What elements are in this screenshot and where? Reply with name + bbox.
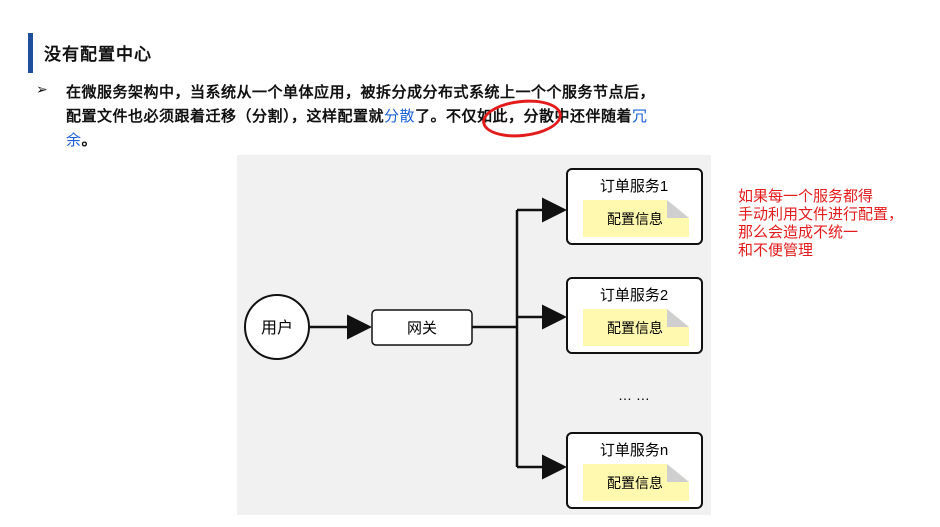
line2-suffix: 了。不仅如此，分散中还伴随着 bbox=[415, 107, 633, 125]
title-accent-bar bbox=[28, 33, 33, 73]
note-line-3: 那么会造成不统一 bbox=[738, 224, 859, 241]
bullet-arrow-icon: ➢ bbox=[36, 82, 48, 98]
config-doc-fold-n bbox=[667, 464, 689, 482]
highlight-fensan: 分散 bbox=[384, 107, 416, 125]
highlight-yu: 余 bbox=[66, 131, 82, 149]
config-doc-fold-2 bbox=[667, 309, 689, 327]
config-doc-icon-2 bbox=[583, 309, 689, 346]
note-line-2: 手动利用文件进行配置， bbox=[738, 206, 904, 223]
service-config-1: 配置信息 bbox=[607, 211, 663, 227]
highlight-rong: 冗 bbox=[632, 107, 648, 125]
note-line-1: 如果每一个服务都得 bbox=[738, 188, 874, 205]
note-line-4: 和不便管理 bbox=[738, 242, 814, 259]
config-doc-icon-1 bbox=[583, 200, 689, 237]
architecture-diagram: 用户 网关 订单服务1 配置信息 订单服务2 配置信息 … … 订单服务n 配置… bbox=[237, 155, 711, 515]
config-doc-fold-1 bbox=[667, 200, 689, 218]
service-title-1: 订单服务1 bbox=[600, 178, 668, 195]
line2-prefix: 配置文件也必须跟着迁移（分割），这样配置就 bbox=[66, 107, 385, 125]
service-title-2: 订单服务2 bbox=[600, 287, 668, 304]
service-title-n: 订单服务n bbox=[600, 442, 668, 459]
user-label: 用户 bbox=[261, 319, 293, 337]
line3-suffix: 。 bbox=[81, 131, 98, 149]
more-services-ellipsis: … … bbox=[618, 387, 650, 403]
bullet-paragraph: 在微服务架构中，当系统从一个单体应用，被拆分成分布式系统上一个个服务节点后， 配… bbox=[66, 80, 886, 152]
paragraph-line-1: 在微服务架构中，当系统从一个单体应用，被拆分成分布式系统上一个个服务节点后， bbox=[66, 83, 656, 101]
page-title: 没有配置中心 bbox=[44, 45, 152, 65]
config-doc-icon-n bbox=[583, 464, 689, 501]
diagram-svg: 用户 网关 订单服务1 配置信息 订单服务2 配置信息 … … 订单服务n 配置… bbox=[244, 168, 703, 509]
user-node bbox=[244, 294, 310, 360]
paragraph-line-3: 余。 bbox=[66, 128, 886, 152]
paragraph-line-2: 配置文件也必须跟着迁移（分割），这样配置就分散了。不仅如此，分散中还伴随着冗 bbox=[66, 104, 886, 128]
side-note: 如果每一个服务都得 手动利用文件进行配置， 那么会造成不统一 和不便管理 bbox=[738, 188, 938, 260]
service-config-n: 配置信息 bbox=[607, 475, 663, 491]
service-config-2: 配置信息 bbox=[607, 320, 663, 336]
gateway-label: 网关 bbox=[407, 320, 437, 337]
